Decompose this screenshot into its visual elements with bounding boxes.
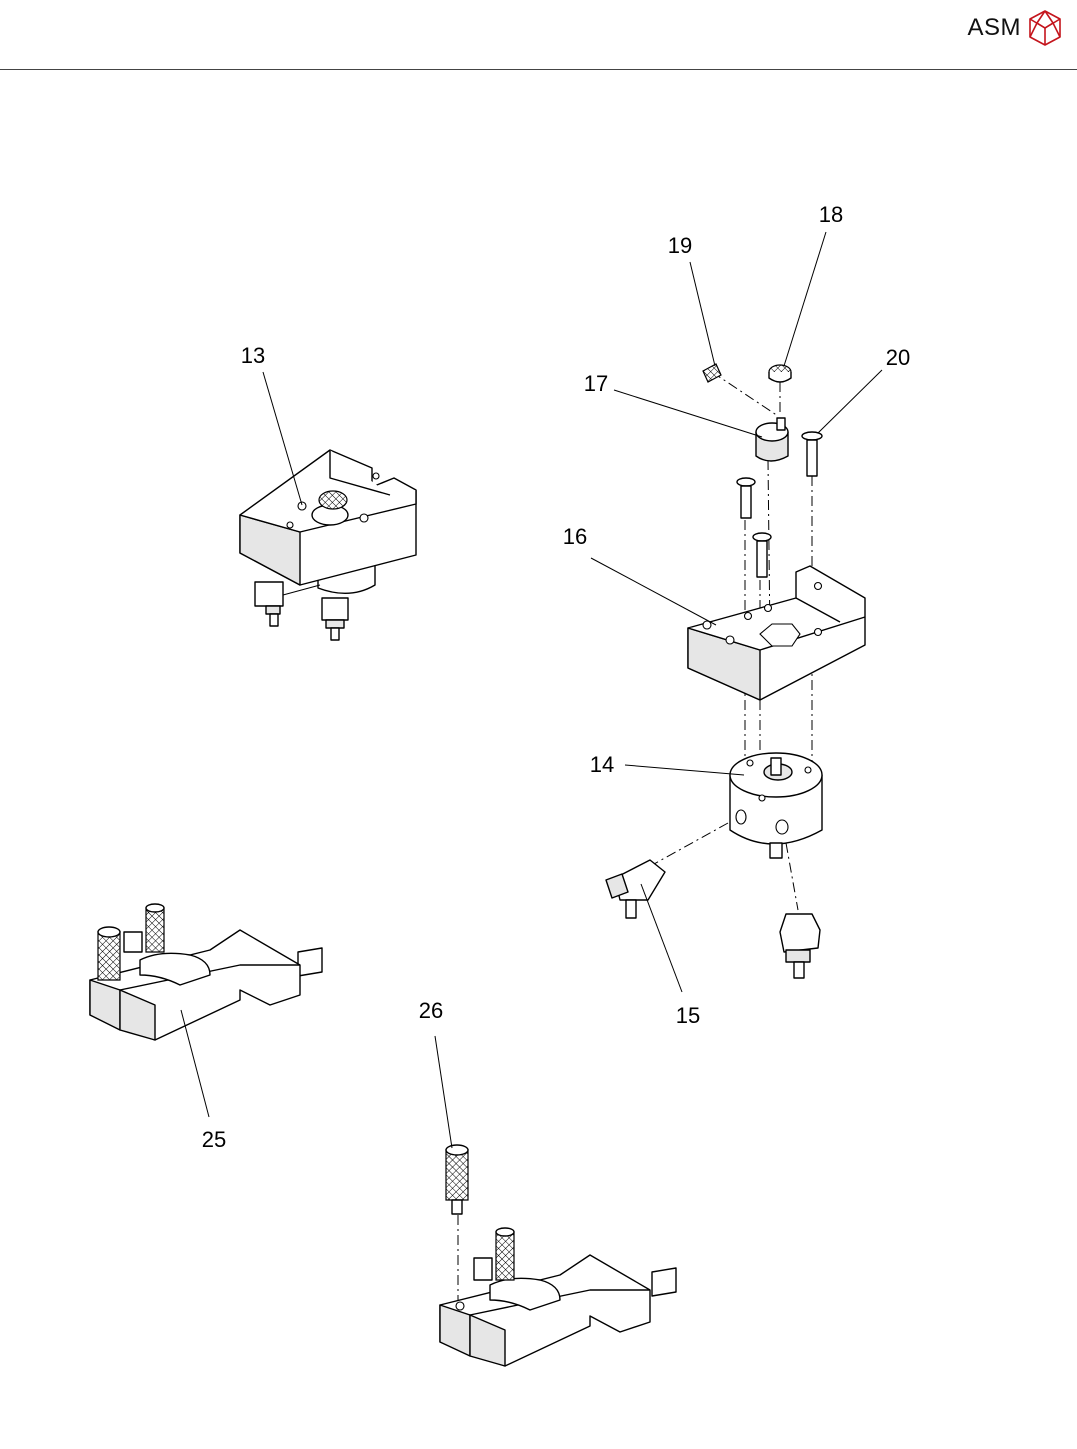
callout-20: 20 — [886, 345, 910, 370]
assembly-26-block — [440, 1145, 676, 1366]
callout-14: 14 — [590, 752, 614, 777]
callout-25: 25 — [202, 1127, 226, 1152]
callout-16: 16 — [563, 524, 587, 549]
exploded-assembly-14-20 — [606, 364, 865, 978]
callout-26: 26 — [419, 998, 443, 1023]
callout-13: 13 — [241, 343, 265, 368]
assembly-13-mounting-block — [240, 450, 416, 640]
assembly-25-block — [90, 904, 322, 1040]
callout-17: 17 — [584, 371, 608, 396]
callout-18: 18 — [819, 202, 843, 227]
callout-19: 19 — [668, 233, 692, 258]
callout-15: 15 — [676, 1003, 700, 1028]
